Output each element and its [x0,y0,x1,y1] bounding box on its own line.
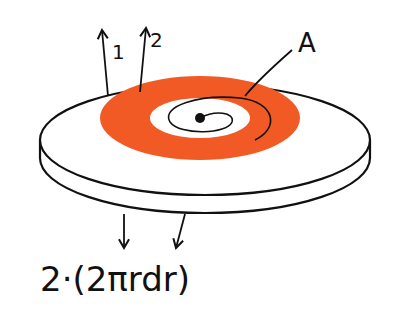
ring-area [100,76,300,160]
callout-number: 1 [112,42,125,62]
down-arrow [123,214,125,248]
leader-line [245,50,292,96]
spiral-line [168,97,270,140]
formula-label: 2·(2πrdr) [40,262,190,296]
down-arrow [176,214,185,248]
callout-number: 2 [150,30,163,50]
up-arrow [140,28,146,92]
up-arrow [102,30,108,96]
area-label: A [298,30,316,56]
center-dot [195,113,205,123]
